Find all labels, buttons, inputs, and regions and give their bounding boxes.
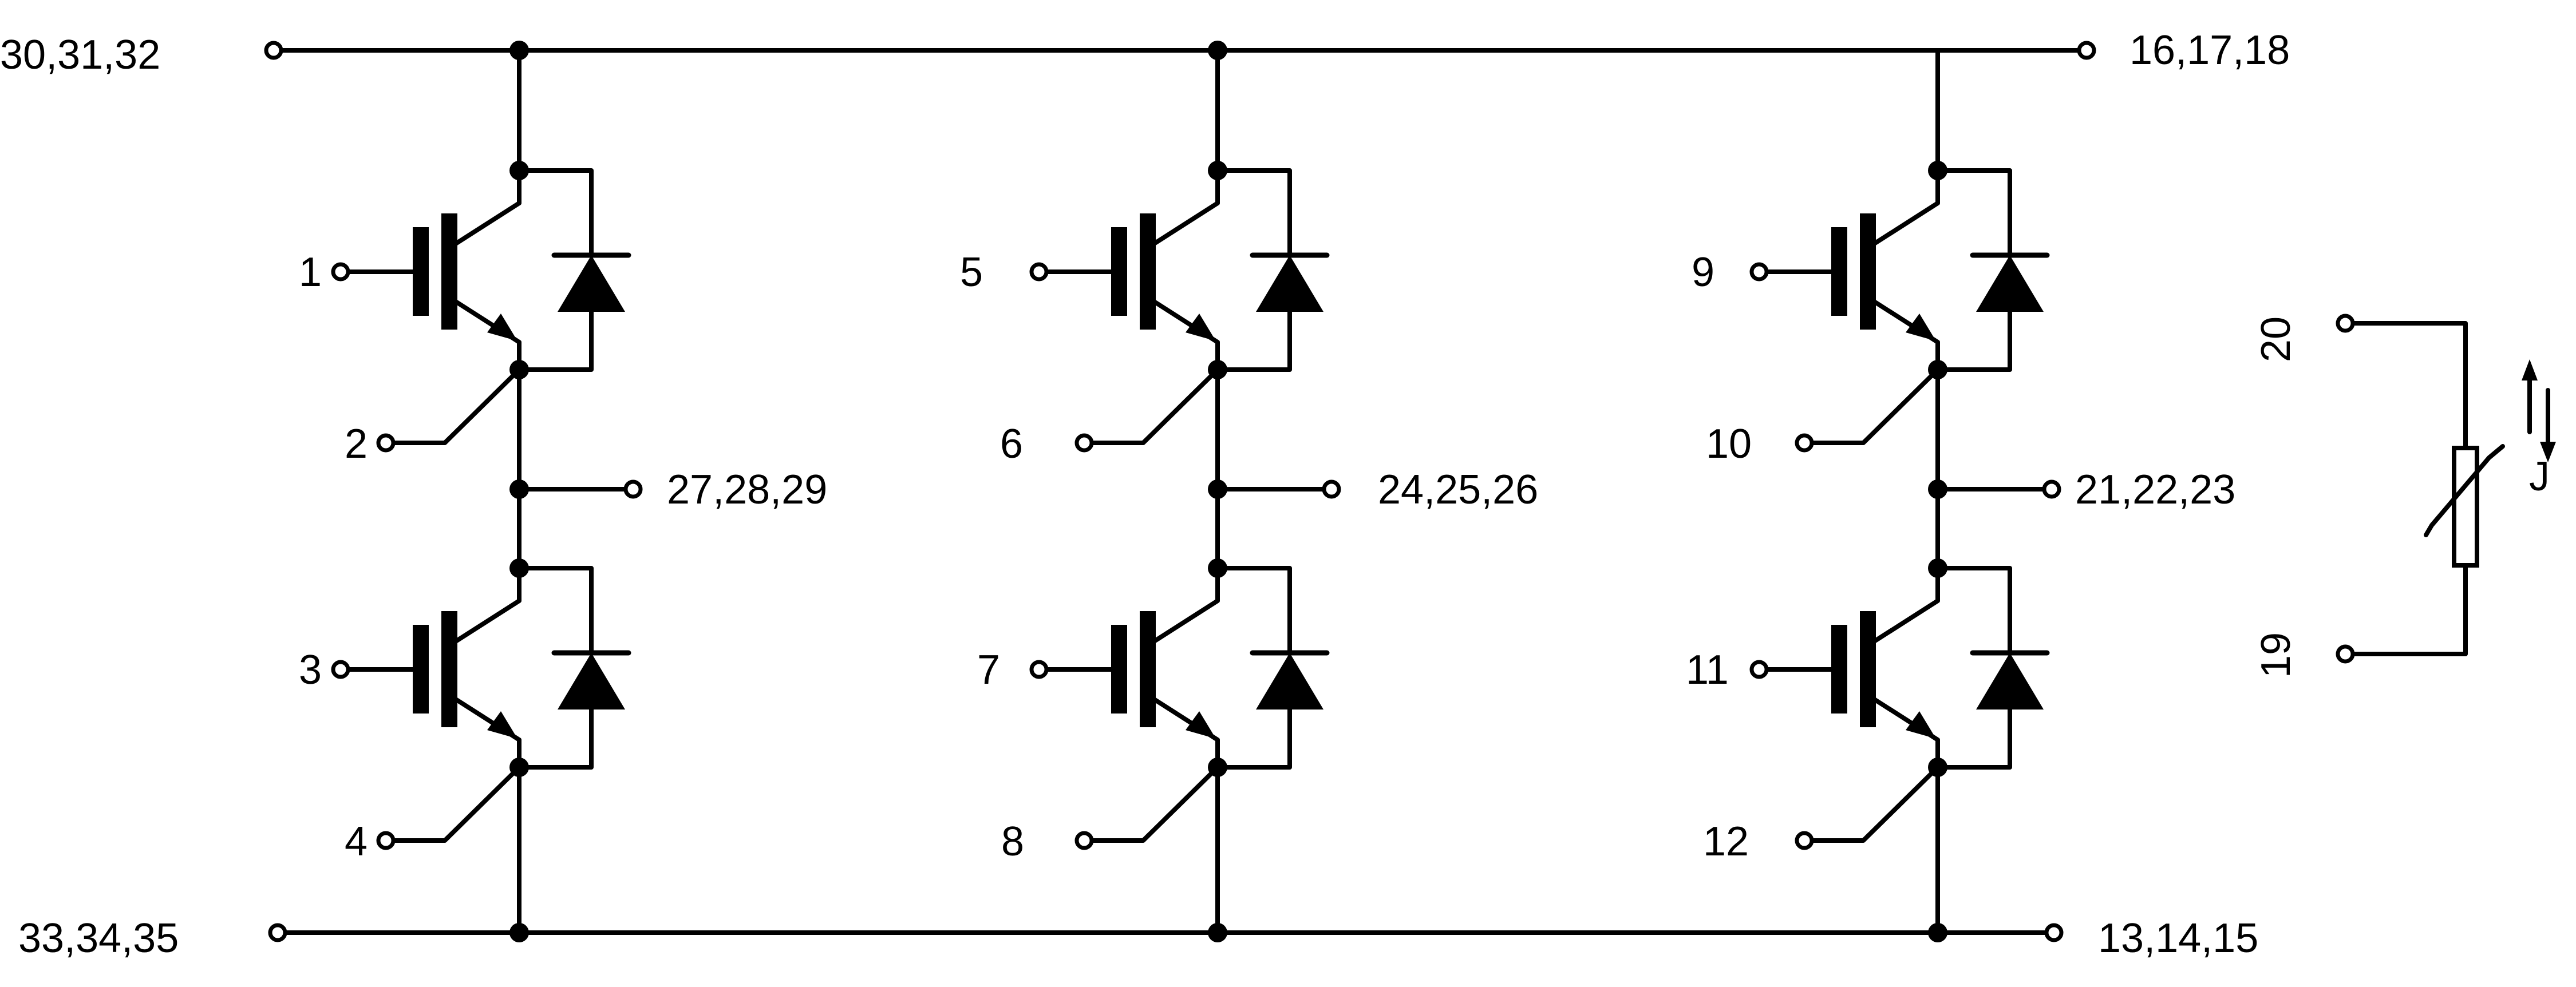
emitter-label: 12 bbox=[1703, 819, 1749, 865]
emitter-pin[interactable] bbox=[1074, 433, 1094, 453]
output-pin[interactable] bbox=[623, 479, 643, 499]
output-terminal: 21,22,23 bbox=[1928, 467, 2235, 513]
phase-leg-1: 27,28,29 1 2 bbox=[299, 41, 827, 942]
dc-negative-rail: 33,34,35 13,14,15 bbox=[18, 915, 2258, 961]
label-33-34-35: 33,34,35 bbox=[18, 915, 179, 961]
output-terminal: 24,25,26 bbox=[1208, 467, 1538, 513]
gate-label: 5 bbox=[960, 249, 983, 295]
emitter-label: 4 bbox=[345, 819, 368, 865]
emitter-label: 2 bbox=[345, 421, 368, 467]
igbt-lower: 11 12 bbox=[1686, 558, 2050, 865]
emitter-pin[interactable] bbox=[1074, 831, 1094, 850]
freewheel-diode bbox=[1215, 566, 1330, 770]
output-pin[interactable] bbox=[1322, 479, 1341, 499]
gate-label: 11 bbox=[1686, 647, 1729, 693]
emitter-label: 10 bbox=[1706, 421, 1752, 467]
phase-leg-3: 21,22,23 9 10 bbox=[1686, 48, 2235, 942]
emitter-label: 8 bbox=[1001, 819, 1024, 865]
igbt-upper: 5 6 bbox=[960, 161, 1330, 467]
igbt-lower: 7 8 bbox=[977, 558, 1330, 865]
emitter-pin[interactable] bbox=[376, 831, 396, 850]
terminal-16-17-18[interactable] bbox=[2077, 41, 2096, 60]
freewheel-diode bbox=[1935, 566, 2050, 770]
phase-leg-2: 24,25,26 5 6 bbox=[960, 41, 1538, 942]
thermistor-pin-19[interactable] bbox=[2336, 644, 2355, 664]
gate-pin[interactable] bbox=[331, 660, 350, 679]
output-terminal: 27,28,29 bbox=[509, 467, 827, 513]
pin-label-20: 20 bbox=[2253, 316, 2299, 362]
emitter-pin[interactable] bbox=[1795, 433, 1814, 453]
gate-pin[interactable] bbox=[1029, 262, 1049, 282]
output-label: 21,22,23 bbox=[2075, 467, 2235, 513]
igbt-upper: 9 10 bbox=[1692, 161, 2050, 467]
emitter-pin[interactable] bbox=[1795, 831, 1814, 850]
pin-label-19: 19 bbox=[2253, 632, 2299, 678]
output-label: 24,25,26 bbox=[1378, 467, 1538, 513]
temperature-arrows-icon bbox=[2522, 359, 2556, 462]
output-pin[interactable] bbox=[2042, 479, 2061, 499]
freewheel-diode bbox=[1215, 168, 1330, 372]
gate-label: 1 bbox=[299, 249, 322, 295]
terminal-30-31-32[interactable] bbox=[264, 41, 283, 60]
gate-label: 3 bbox=[299, 647, 322, 693]
freewheel-diode bbox=[1935, 168, 2050, 372]
output-label: 27,28,29 bbox=[667, 467, 827, 513]
terminal-13-14-15[interactable] bbox=[2044, 923, 2064, 942]
terminal-33-34-35[interactable] bbox=[268, 923, 287, 942]
label-16-17-18: 16,17,18 bbox=[2129, 27, 2290, 73]
ntc-thermistor: 20 19 J bbox=[2253, 314, 2556, 678]
gate-pin[interactable] bbox=[331, 262, 350, 282]
thermistor-body bbox=[2452, 446, 2479, 568]
gate-label: 7 bbox=[977, 647, 1000, 693]
emitter-pin[interactable] bbox=[376, 433, 396, 453]
emitter-label: 6 bbox=[1000, 421, 1023, 467]
thermistor-label: J bbox=[2529, 454, 2550, 500]
junction-dot bbox=[1928, 923, 1947, 942]
gate-pin[interactable] bbox=[1749, 660, 1769, 679]
gate-pin[interactable] bbox=[1749, 262, 1769, 282]
label-30-31-32: 30,31,32 bbox=[0, 32, 160, 78]
igbt-upper: 1 2 bbox=[299, 161, 631, 467]
freewheel-diode bbox=[517, 566, 631, 770]
freewheel-diode bbox=[517, 168, 631, 372]
dc-positive-rail: 30,31,32 16,17,18 bbox=[0, 27, 2290, 78]
gate-pin[interactable] bbox=[1029, 660, 1049, 679]
gate-label: 9 bbox=[1692, 249, 1714, 295]
igbt-lower: 3 4 bbox=[299, 558, 631, 865]
label-13-14-15: 13,14,15 bbox=[2098, 915, 2258, 961]
thermistor-pin-20[interactable] bbox=[2336, 314, 2355, 333]
